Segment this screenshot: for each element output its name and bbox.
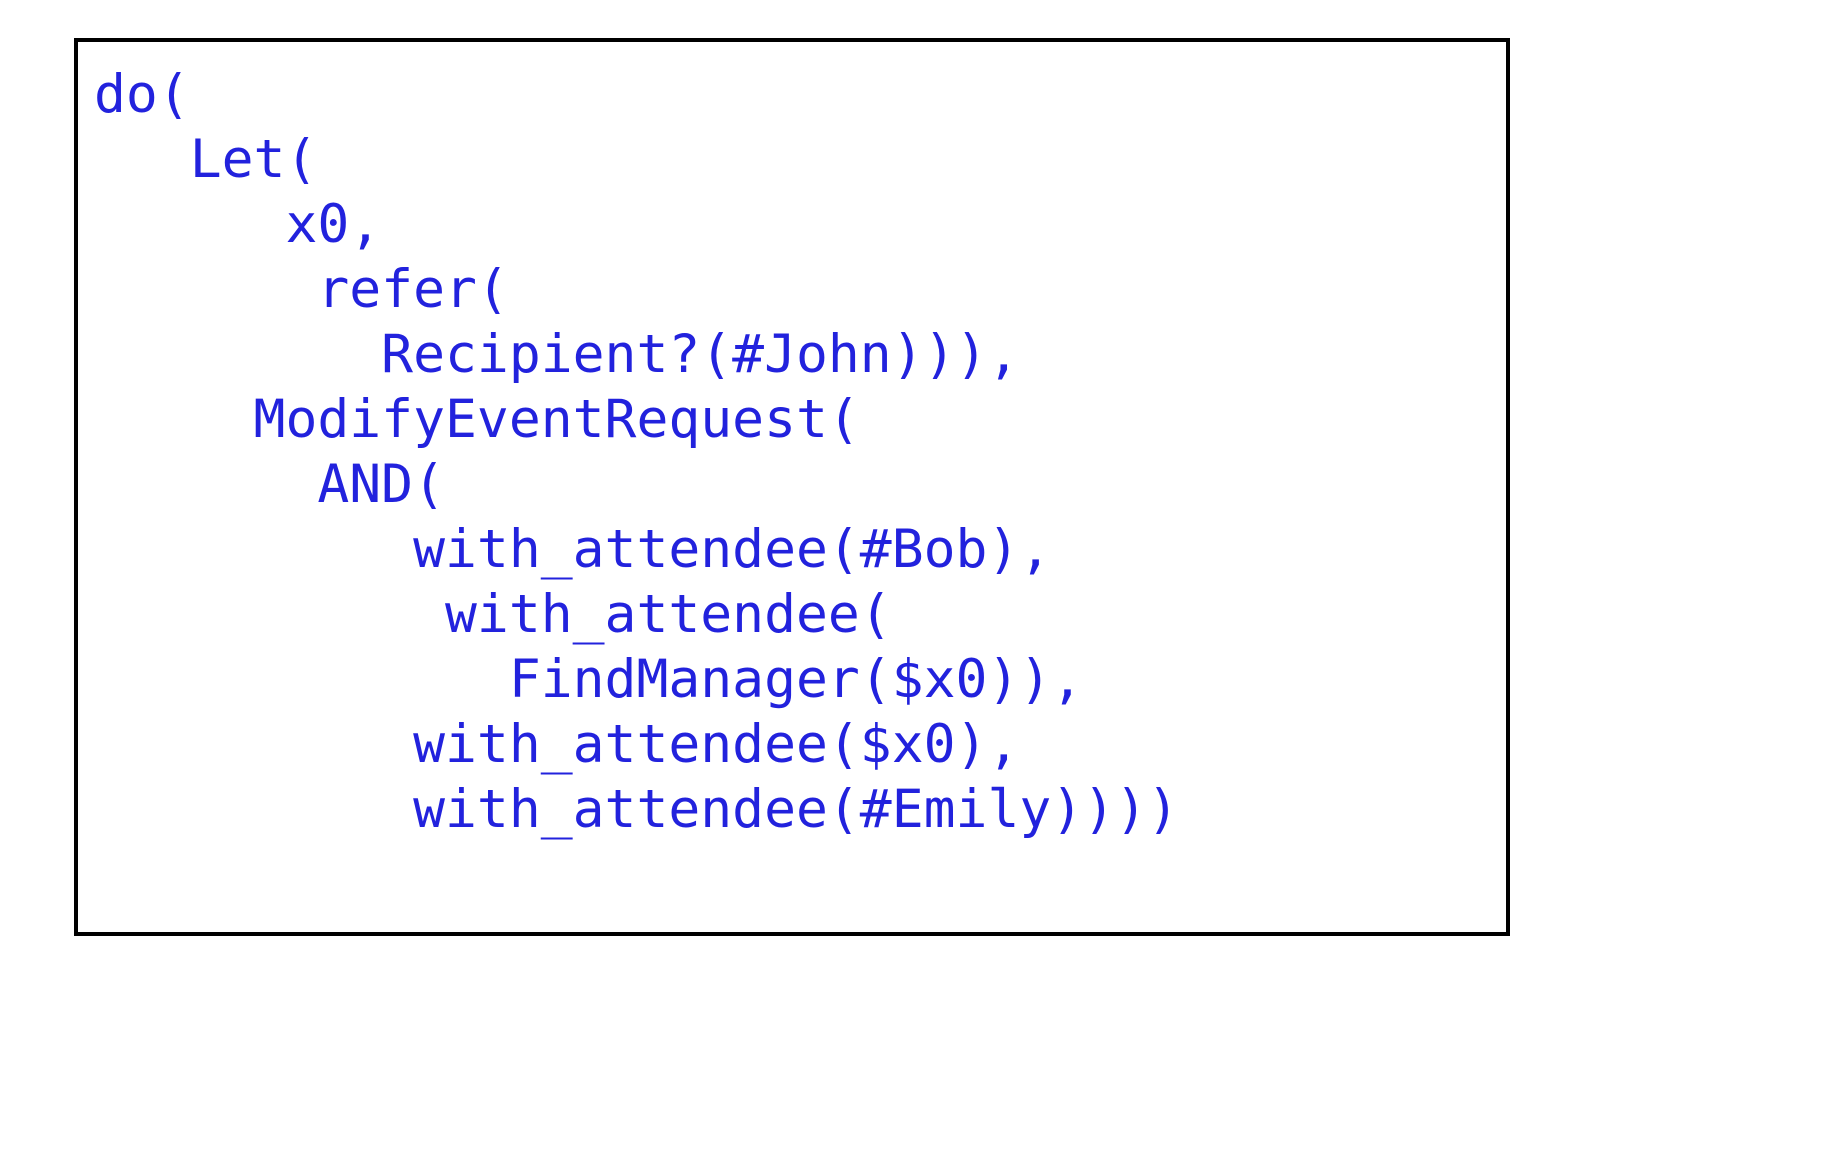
code-line: refer( [94,259,509,320]
code-block: do( Let( x0, refer( Recipient?(#John))),… [94,62,1179,842]
code-line: AND( [94,454,445,515]
code-listing-frame: do( Let( x0, refer( Recipient?(#John))),… [74,38,1510,936]
code-line: do( [94,64,190,125]
code-line: with_attendee( [94,584,892,645]
code-line: with_attendee($x0), [94,714,1020,775]
code-line: with_attendee(#Emily)))) [94,779,1179,840]
code-line: ModifyEventRequest( [94,389,860,450]
code-line: Let( [94,129,318,190]
code-line: with_attendee(#Bob), [94,519,1052,580]
code-line: Recipient?(#John))), [94,324,1020,385]
code-line: FindManager($x0)), [94,649,1084,710]
code-line: x0, [94,194,382,255]
